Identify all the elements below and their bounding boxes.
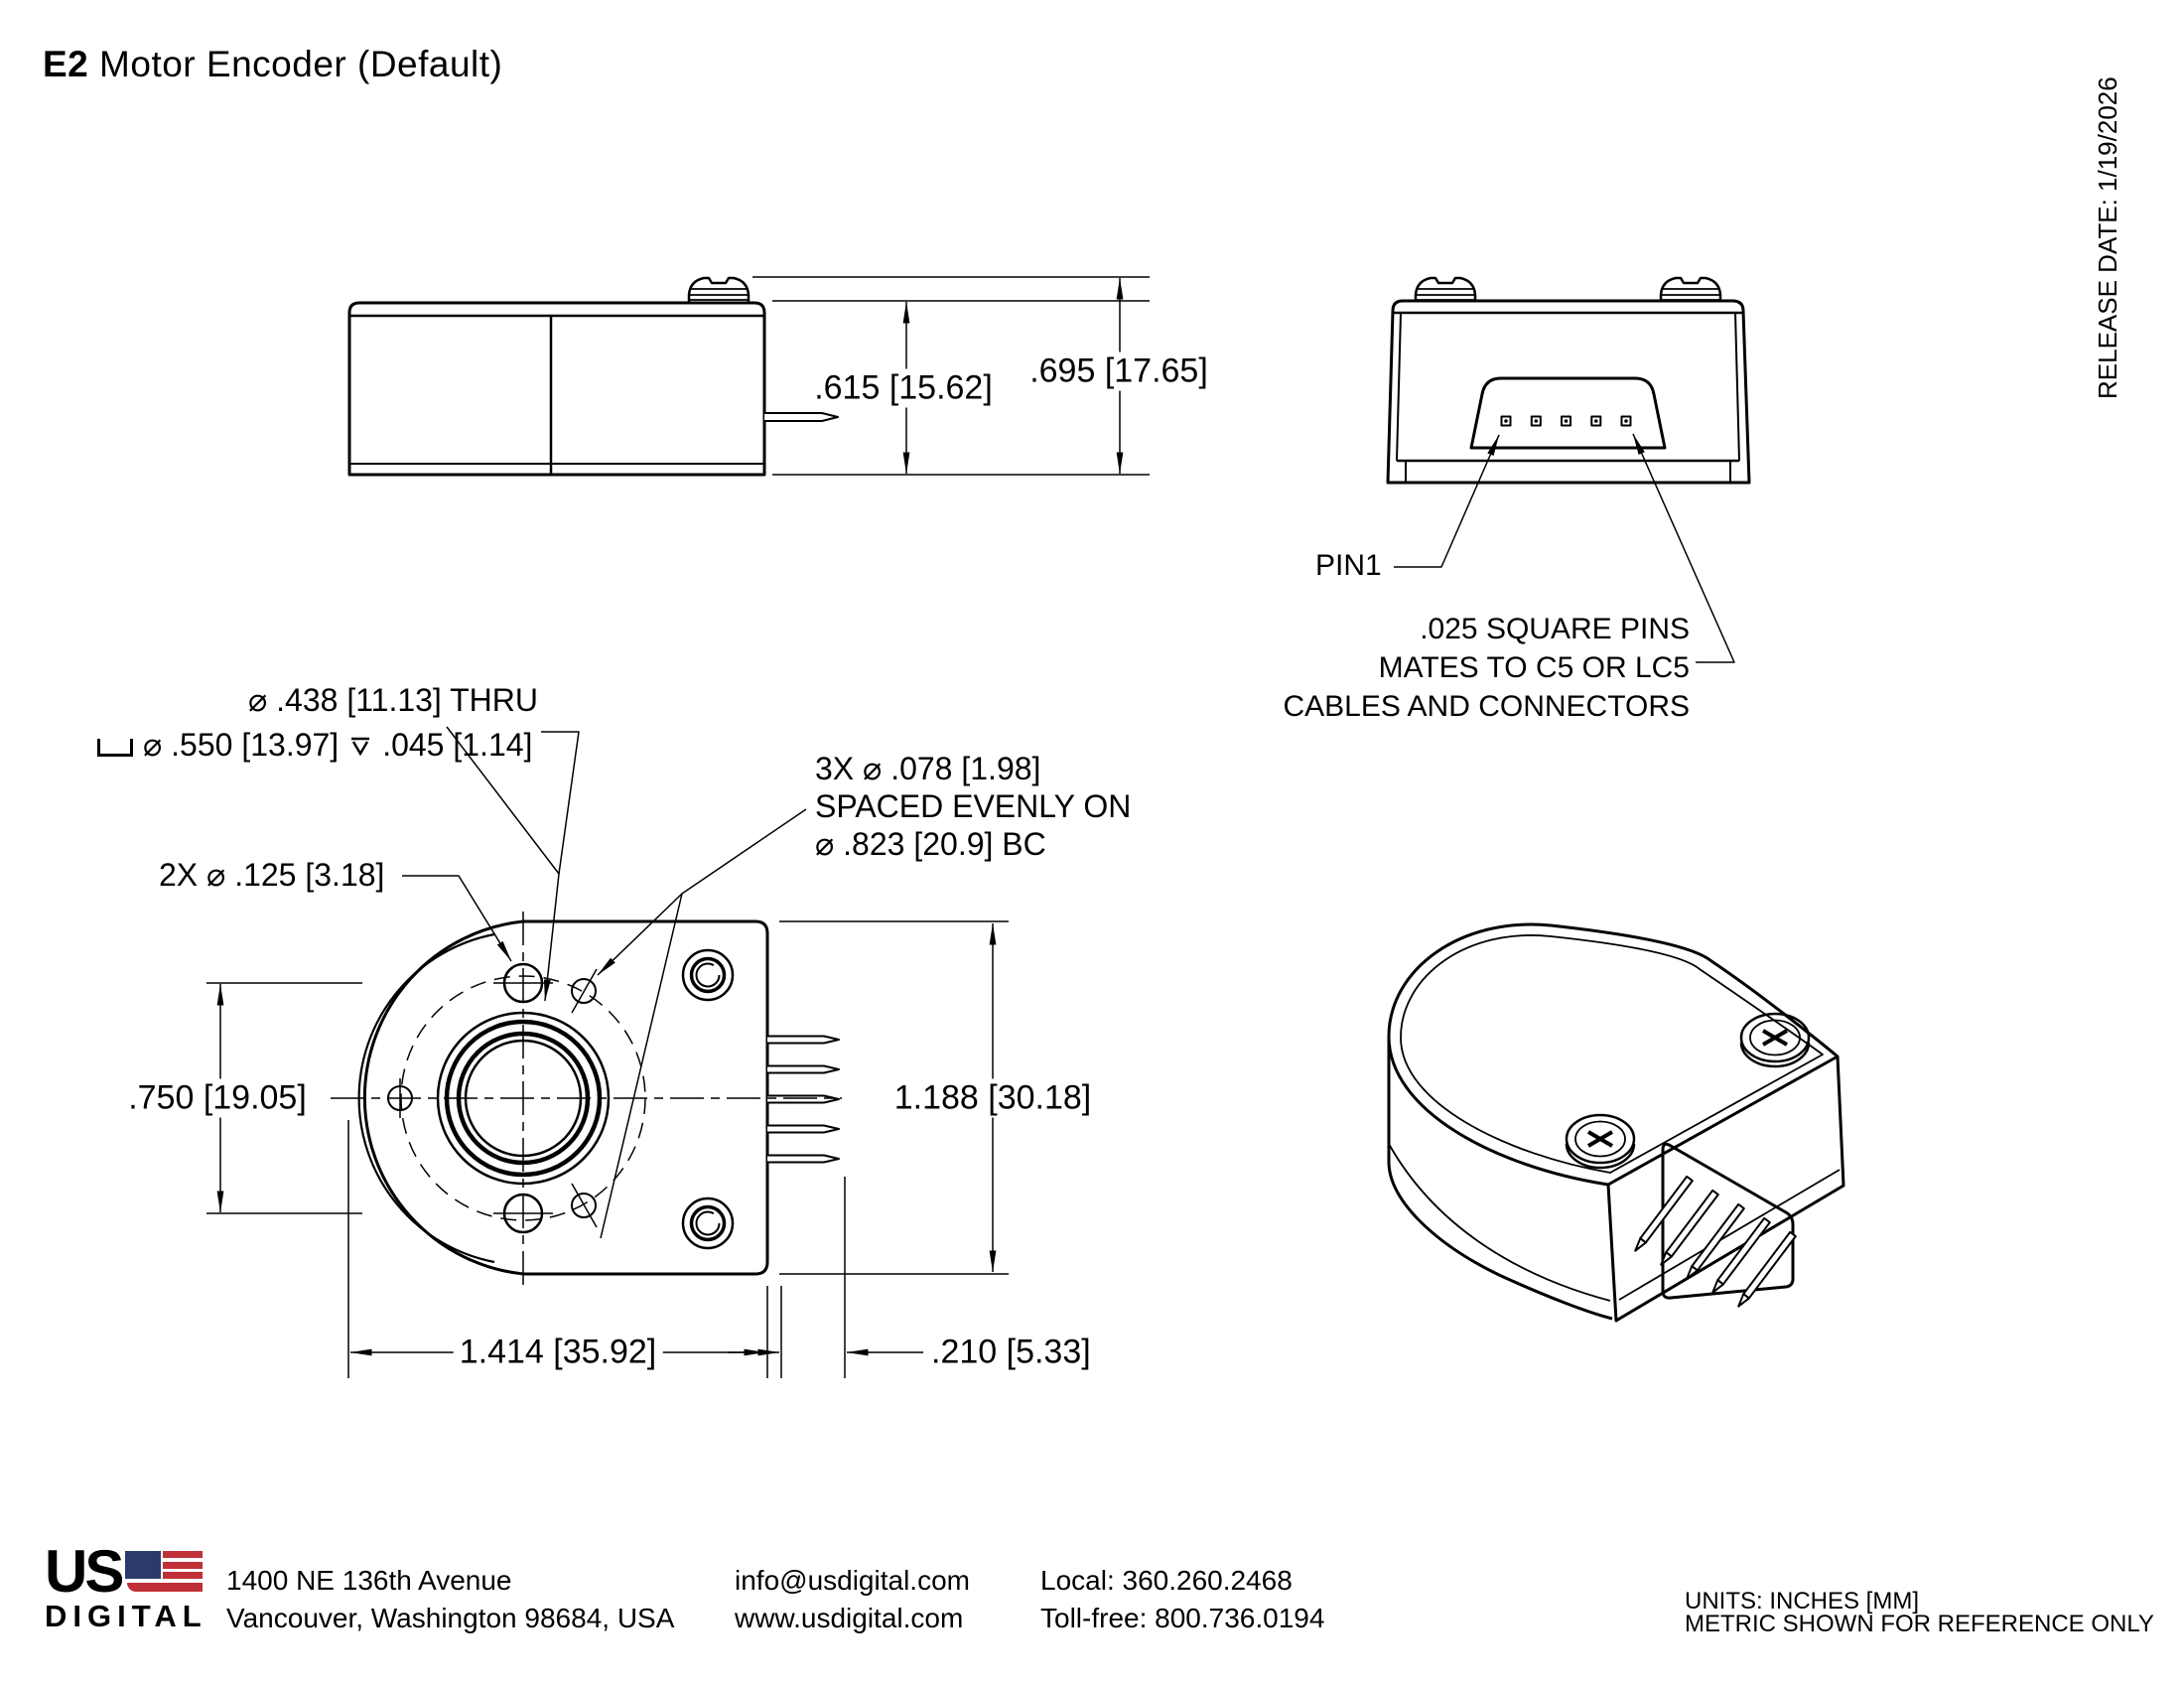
side-view-linework (347, 276, 1150, 477)
dim-pin-length: .210 [5.33] (931, 1333, 1091, 1371)
phone-tollfree: Toll-free: 800.736.0194 (1040, 1603, 1325, 1633)
address-line2: Vancouver, Washington 98684, USA (226, 1603, 675, 1633)
dim-body-height: .615 [15.62] (808, 368, 999, 408)
product-code: E2 (43, 44, 89, 84)
footer-phones: Local: 360.260.2468 Toll-free: 800.736.0… (1040, 1562, 1324, 1637)
counterbore-icon (97, 739, 133, 757)
units-line2: METRIC SHOWN FOR REFERENCE ONLY (1685, 1611, 2154, 1637)
front-view-linework (206, 726, 1009, 1378)
product-name: Motor Encoder (Default) (88, 44, 503, 84)
depth-icon (351, 737, 370, 757)
dim-total-height: .695 [17.65] (1024, 352, 1214, 391)
isometric-view-linework (1387, 922, 1845, 1323)
pins-note-line1: .025 SQUARE PINS (1420, 613, 1690, 645)
flag-stripe (163, 1551, 204, 1558)
dim-hole-spacing: .750 [19.05] (122, 1078, 313, 1118)
callout-bc-line2: SPACED EVENLY ON (815, 788, 1132, 824)
pin1-label: PIN1 (1315, 549, 1382, 582)
pins-note-line3: CABLES AND CONNECTORS (1283, 690, 1690, 723)
flag-icon (125, 1551, 204, 1595)
flag-stripe (163, 1572, 204, 1579)
page-title: E2 Motor Encoder (Default) (43, 44, 502, 85)
pins-note: .025 SQUARE PINS MATES TO C5 OR LC5 CABL… (1241, 610, 1690, 726)
callout-bc-line1: 3X ⌀ .078 [1.98] (815, 751, 1041, 786)
dim-overall-height: 1.188 [30.18] (887, 1078, 1098, 1118)
flag-stripe (163, 1561, 204, 1569)
counterbore-diameter: ⌀ .550 [13.97] (143, 727, 340, 763)
address-line1: 1400 NE 136th Avenue (226, 1565, 512, 1596)
callout-thru-hole: ⌀ .438 [11.13] THRU (248, 682, 538, 718)
logo-us-text: US (45, 1538, 124, 1605)
callout-bolt-circle: 3X ⌀ .078 [1.98] SPACED EVENLY ON ⌀ .823… (815, 750, 1131, 863)
footer-address: 1400 NE 136th Avenue Vancouver, Washingt… (226, 1562, 674, 1637)
rear-view-linework (1386, 276, 1751, 663)
counterbore-depth: .045 [1.14] (382, 726, 533, 763)
footer-web: info@usdigital.com www.usdigital.com (735, 1562, 970, 1637)
footer-website: www.usdigital.com (735, 1603, 964, 1633)
flag-canton (125, 1551, 162, 1579)
phone-local: Local: 360.260.2468 (1040, 1565, 1293, 1596)
pins-note-line2: MATES TO C5 OR LC5 (1378, 651, 1690, 684)
callout-counterbore: ⌀ .550 [13.97] .045 [1.14] (97, 726, 532, 764)
footer-units: UNITS: INCHES [MM] METRIC SHOWN FOR REFE… (1685, 1588, 2154, 1637)
flag-swoosh (127, 1583, 204, 1592)
callout-mounting-holes: 2X ⌀ .125 [3.18] (159, 857, 385, 893)
us-digital-logo: US DIGITAL (45, 1538, 207, 1634)
units-line1: UNITS: INCHES [MM] (1685, 1588, 1920, 1615)
footer-email: info@usdigital.com (735, 1565, 970, 1596)
logo-digital-text: DIGITAL (45, 1599, 207, 1633)
dim-overall-width: 1.414 [35.92] (453, 1333, 663, 1372)
release-date: RELEASE DATE: 1/19/2026 (2093, 76, 2122, 399)
callout-bc-line3: ⌀ .823 [20.9] BC (815, 826, 1046, 862)
